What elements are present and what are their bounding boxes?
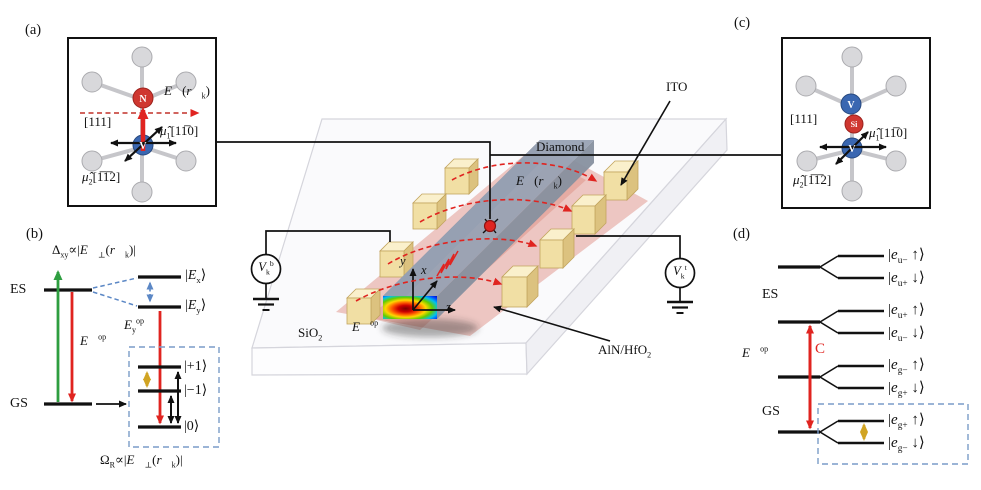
panel-b-gs-label: GS — [10, 396, 28, 411]
panel-c-axis-label: [111] — [790, 111, 818, 126]
spin-manifold-dashed-box — [128, 346, 220, 448]
ito-electrode — [571, 194, 607, 235]
vacancy-bottom-label: V — [848, 144, 856, 155]
ito-electrode — [346, 288, 381, 325]
field-arc — [387, 238, 538, 265]
optical-mode-profile — [383, 296, 437, 319]
ket-eg-minus-down: |eg− ↓⟩ — [888, 435, 925, 454]
waveguide-top-face — [383, 140, 594, 296]
diamond-waveguide — [383, 140, 594, 319]
split-dash-lower — [92, 291, 138, 307]
voltage-source-top — [576, 235, 696, 314]
panel-b-eyop-label: Eyop — [124, 316, 145, 335]
panel-d-eop-label: E⃗op — [742, 344, 769, 360]
ket-eg-plus-down: |eg+ ↓⟩ — [888, 380, 925, 399]
voltage-source-bottom — [250, 230, 391, 311]
ket-zero: |0⟩ — [184, 419, 200, 434]
ket-eu-plus-up: |eu+ ↑⟩ — [888, 302, 925, 321]
carbon-atoms — [795, 46, 907, 202]
ito-electrode — [603, 160, 639, 201]
wire-top — [576, 235, 681, 258]
ground-symbol — [253, 297, 279, 311]
dipole-mu2-arrow — [835, 131, 869, 165]
ket-eg-plus-up: |eg+ ↑⟩ — [888, 412, 925, 431]
qubit-dashed-box — [817, 403, 969, 465]
vacancy-top-atom — [840, 93, 862, 115]
panel-a-axis-label: [111] — [84, 114, 112, 129]
ket-eu-plus-down: |eu+ ↓⟩ — [888, 270, 925, 289]
vacancy-label: V — [139, 141, 147, 152]
ket-eu-minus-down: |eu− ↓⟩ — [888, 325, 925, 344]
oxide-pointer-arrow — [493, 305, 611, 342]
electric-field-lines — [355, 162, 598, 302]
device-eop-label: E⃗op — [352, 318, 379, 334]
dipole-mu2-arrow — [124, 126, 163, 162]
axis-z-label: z — [446, 300, 451, 314]
panel-b-levels — [44, 270, 220, 448]
ket-minus1: |−1⟩ — [184, 383, 208, 398]
panel-b-tag: (b) — [26, 226, 43, 242]
ket-eu-minus-up: |eu− ↑⟩ — [888, 247, 925, 266]
nitrogen-label: N — [139, 94, 147, 105]
ket-ey: |Ey⟩ — [185, 298, 207, 315]
waveguide-right-face — [437, 140, 594, 319]
ito-electrode — [412, 193, 447, 230]
aln-hfo2-label: AlN/HfO2 — [598, 342, 652, 360]
panel-c-tag: (c) — [734, 15, 751, 31]
axis-x-arrow — [412, 280, 438, 311]
carbon-atoms — [81, 46, 197, 203]
panel-b-rabi-label: ΩR∝|E⃗⊥(r⃗k)| — [100, 452, 183, 470]
coordinate-axes — [409, 268, 456, 314]
ito-electrode — [501, 265, 539, 308]
field-arc — [355, 276, 503, 302]
waveguide-shadow — [382, 319, 478, 337]
panel-a-mu1-label: μ̂1[11̅0] — [160, 123, 199, 141]
panel-a-crystal: N V — [67, 37, 217, 207]
substrate-front-face — [251, 342, 528, 376]
panel-b-eop-label: E⃗op — [80, 332, 107, 348]
panel-b-es-label: ES — [10, 282, 27, 297]
connector-panel-a — [217, 141, 491, 219]
panel-d-es-label: ES — [762, 287, 779, 302]
voltage-bottom-label: Vkb — [258, 258, 274, 277]
panel-a-field-label: E⃗(r⃗k) — [164, 83, 210, 101]
panel-c-mu2-label: μ̂2[1̅1̅2] — [793, 172, 832, 190]
ito-label: ITO — [666, 79, 688, 94]
substrate-right-face — [525, 117, 728, 376]
ito-electrode — [379, 241, 414, 278]
ket-plus1: |+1⟩ — [184, 359, 208, 374]
strain-wave-squiggle — [436, 250, 459, 277]
ito-electrode — [539, 228, 575, 269]
sio2-label: SiO2 — [298, 325, 323, 343]
ito-pointer-arrow — [620, 100, 671, 186]
ground-symbol — [667, 300, 693, 314]
device-field-label: E⃗(r⃗k) — [516, 173, 562, 191]
ito-electrodes-left — [346, 158, 479, 325]
ket-ex: |Ex⟩ — [185, 268, 207, 285]
wire-bottom — [265, 230, 391, 254]
axis-x-label: x — [421, 263, 427, 277]
field-arc — [419, 198, 573, 223]
ket-eg-minus-up: |eg− ↑⟩ — [888, 357, 925, 376]
panel-d-tag: (d) — [733, 226, 750, 242]
axis-y-label: y — [400, 254, 406, 268]
silicon-label: Si — [851, 120, 858, 129]
voltage-top-label: Vkt — [673, 262, 687, 281]
panel-a-tag: (a) — [25, 22, 42, 38]
panel-c-mu1-label: μ̂1[11̅0] — [869, 125, 908, 143]
panel-d-levels — [778, 254, 969, 465]
c-transition-label: C — [815, 341, 826, 357]
vacancy-top-label: V — [847, 100, 855, 111]
panel-b-detuning-label: Δxy∝|E⃗⊥(r⃗k)| — [52, 242, 136, 260]
split-dash-upper — [92, 277, 138, 289]
panel-d-gs-label: GS — [762, 404, 780, 419]
diamond-label: Diamond — [536, 139, 585, 154]
panel-c-crystal: V Si V — [781, 37, 931, 209]
color-center-marker — [482, 218, 499, 234]
panel-a-mu2-label: μ̂2[1̅1̅2] — [82, 169, 121, 187]
ito-electrode — [444, 158, 479, 195]
device-3d-schematic — [217, 100, 781, 376]
